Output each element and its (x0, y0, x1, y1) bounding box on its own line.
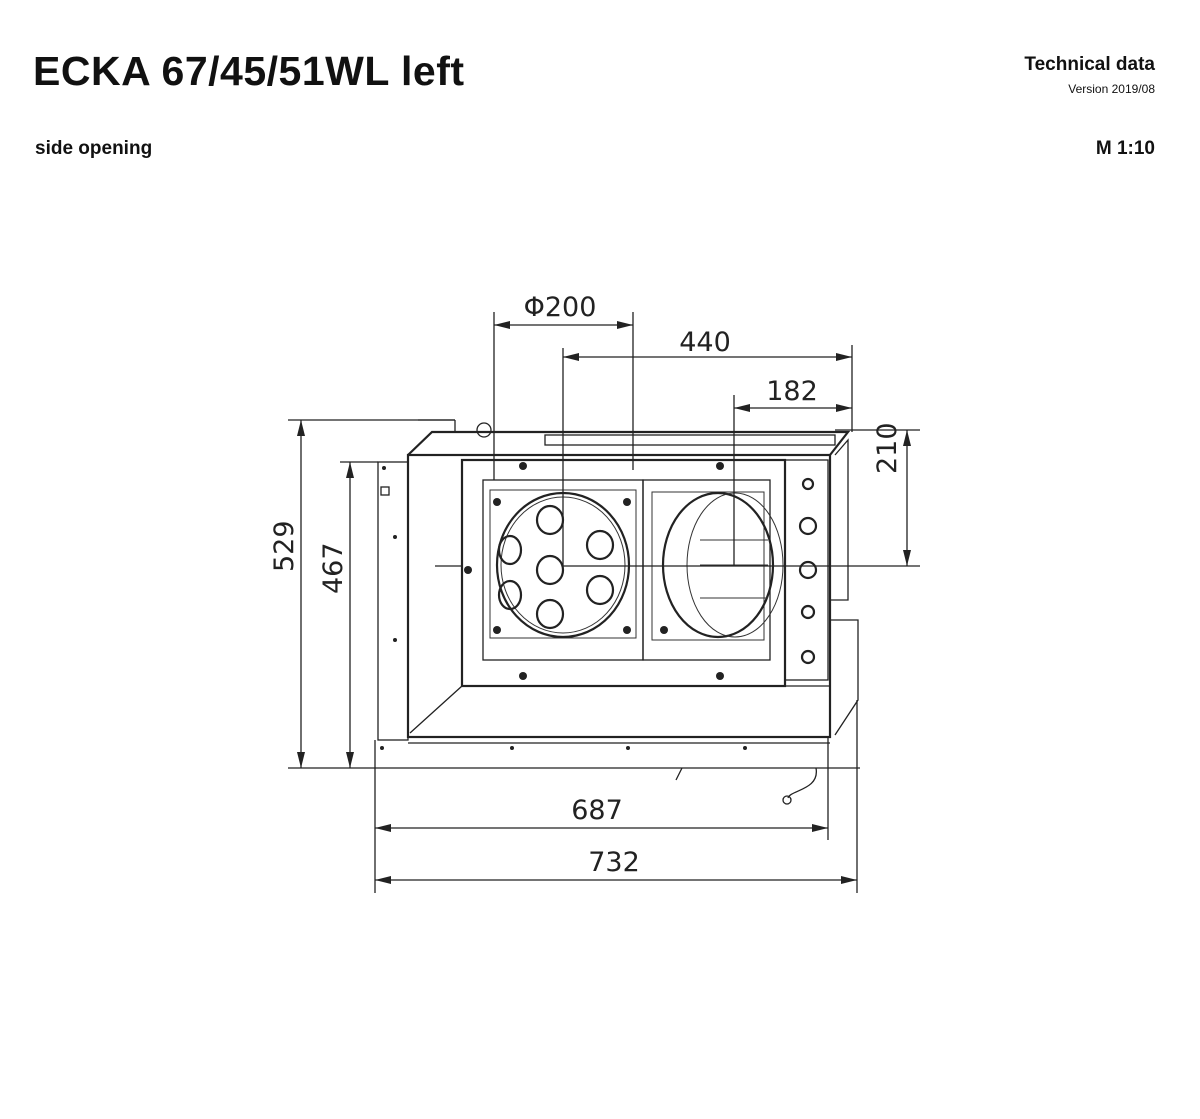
stove-body (377, 419, 859, 805)
dimension-body-height: 467 (318, 461, 378, 768)
svg-text:529: 529 (269, 520, 300, 572)
svg-text:687: 687 (571, 795, 623, 826)
dimension-flue-height: 210 (835, 422, 920, 566)
svg-text:182: 182 (766, 376, 818, 407)
scale-label: M 1:10 (1095, 138, 1155, 159)
subtitle: side opening (35, 138, 153, 159)
air-holes (497, 504, 615, 630)
dimension-flue-diameter: Φ200 (493, 292, 634, 480)
dimension-total-height: 529 (269, 419, 860, 769)
dimension-total-width: 732 (375, 847, 857, 884)
svg-text:440: 440 (679, 327, 731, 358)
version-label: Version 2019/08 (1068, 82, 1155, 96)
page-title: ECKA 67/45/51WL left (33, 48, 465, 94)
dimension-flue-offset: 440 (562, 327, 920, 567)
svg-text:210: 210 (872, 422, 903, 474)
dimension-body-width: 687 (374, 700, 858, 893)
svg-text:Φ200: Φ200 (524, 292, 597, 323)
svg-text:732: 732 (588, 847, 640, 878)
doc-type: Technical data (1024, 54, 1155, 75)
dimension-side-offset: 182 (733, 376, 852, 566)
svg-text:467: 467 (318, 542, 349, 594)
